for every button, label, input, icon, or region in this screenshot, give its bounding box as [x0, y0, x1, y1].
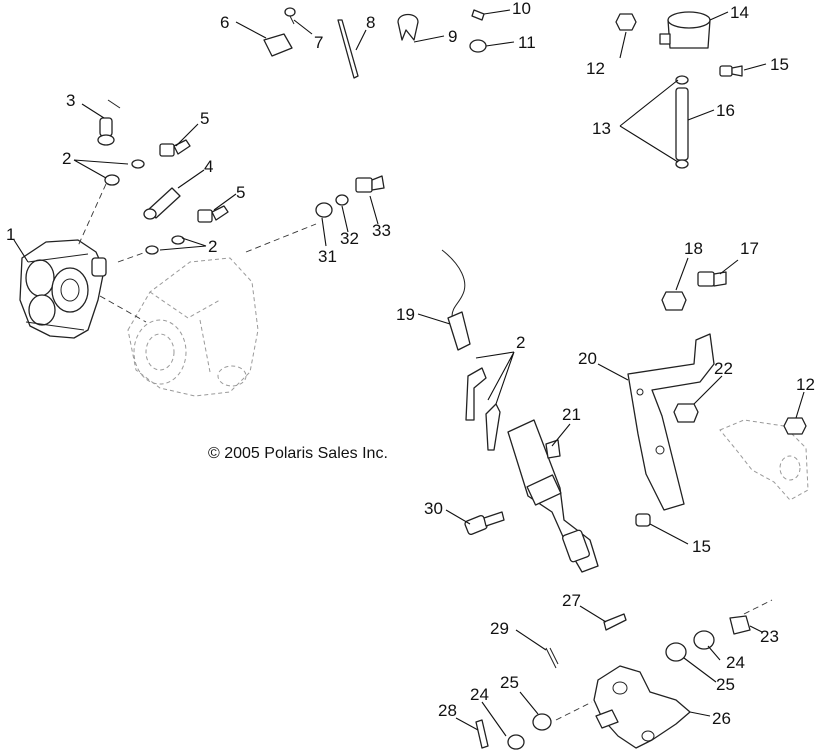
- callout-29: 29: [490, 619, 509, 638]
- part-16-hose: [675, 87, 689, 161]
- part-2-washer: [145, 245, 159, 255]
- callout-5: 5: [200, 109, 209, 128]
- callout-4: 4: [204, 157, 213, 176]
- part-14-reservoir: [659, 11, 711, 49]
- callout-25: 25: [500, 673, 519, 692]
- callout-18: 18: [684, 239, 703, 258]
- copyright-notice: © 2005 Polaris Sales Inc.: [208, 445, 388, 462]
- callout-16: 16: [716, 101, 735, 120]
- part-28-pin: [475, 719, 489, 749]
- leader-lines: [13, 9, 805, 737]
- part-27-pin: [603, 613, 627, 631]
- ghost-bracket-right: [719, 419, 809, 501]
- part-19-sensor: [441, 249, 471, 351]
- assembly-line: [555, 701, 593, 721]
- part-15-bolt: [635, 513, 651, 527]
- callout-17: 17: [740, 239, 759, 258]
- part-6-clip: [263, 33, 293, 57]
- part-2-washer: [104, 174, 120, 186]
- callout-33: 33: [372, 221, 391, 240]
- part-25-bushing: [532, 713, 552, 731]
- part-30-bolt: [464, 511, 505, 535]
- part-12-nut: [783, 417, 807, 435]
- callout-14: 14: [730, 3, 749, 22]
- callout-24: 24: [726, 653, 745, 672]
- assembly-line: [117, 251, 147, 263]
- part-23-clip: [729, 615, 751, 635]
- callout-5: 5: [236, 183, 245, 202]
- part-21-fitting: [545, 439, 561, 459]
- callout-32: 32: [340, 229, 359, 248]
- part-24-washer: [693, 630, 715, 650]
- part-31-washer: [315, 202, 333, 218]
- part-5-bolt: [197, 205, 229, 223]
- part-13-clamp: [675, 159, 689, 169]
- callout-27: 27: [562, 591, 581, 610]
- callout-30: 30: [424, 499, 443, 518]
- assembly-line: [77, 183, 107, 247]
- callout-31: 31: [318, 247, 337, 266]
- callout-1: 1: [6, 225, 15, 244]
- part-10-pin: [471, 9, 485, 21]
- callout-12: 12: [586, 59, 605, 78]
- part-1-brake-caliper: [19, 239, 107, 339]
- callout-13: 13: [592, 119, 611, 138]
- callout-15: 15: [692, 537, 711, 556]
- assembly-line: [743, 599, 773, 615]
- part-25-bushing: [665, 642, 687, 662]
- callout-15: 15: [770, 55, 789, 74]
- part-17-bolt: [697, 271, 727, 287]
- callout-6: 6: [220, 13, 229, 32]
- part-2-washer: [131, 159, 145, 169]
- part-5-bolt: [159, 139, 191, 157]
- part-29-cotter-pin: [545, 647, 559, 669]
- part-18-nut: [661, 291, 687, 311]
- callout-19: 19: [396, 305, 415, 324]
- part-2-washer: [171, 235, 185, 245]
- part-3-banjo-fitting: [97, 99, 121, 146]
- part-2-brake-line: [465, 367, 501, 451]
- callout-28: 28: [438, 701, 457, 720]
- callout-21: 21: [562, 405, 581, 424]
- callout-22: 22: [714, 359, 733, 378]
- callout-3: 3: [66, 91, 75, 110]
- part-26-brake-lever: [593, 665, 691, 749]
- part-13-clamp: [675, 75, 689, 85]
- part-7-screw: [284, 7, 296, 25]
- callout-9: 9: [448, 27, 457, 46]
- callout-2: 2: [516, 333, 525, 352]
- part-33-bolt: [355, 175, 385, 193]
- callout-12: 12: [796, 375, 815, 394]
- callout-25: 25: [716, 675, 735, 694]
- part-15-bolt: [719, 65, 743, 77]
- ghost-hub-housing: [127, 257, 259, 397]
- callout-20: 20: [578, 349, 597, 368]
- part-22-nut: [673, 403, 699, 423]
- callout-2: 2: [208, 237, 217, 256]
- assembly-line: [245, 223, 317, 253]
- part-20-bracket: [627, 333, 715, 511]
- callout-11: 11: [518, 33, 536, 52]
- part-9-clamp: [397, 13, 419, 41]
- part-8-pin: [337, 19, 359, 79]
- part-4-bleeder-screw: [143, 187, 181, 220]
- part-32-washer: [335, 194, 349, 206]
- callout-8: 8: [366, 13, 375, 32]
- callout-7: 7: [314, 33, 323, 52]
- part-24-washer: [507, 734, 525, 750]
- callout-23: 23: [760, 627, 779, 646]
- callout-26: 26: [712, 709, 731, 728]
- master-cylinder-assembly: [507, 419, 599, 573]
- part-11-grommet: [469, 39, 487, 53]
- callout-2: 2: [62, 149, 71, 168]
- callout-24: 24: [470, 685, 489, 704]
- part-12-nut: [615, 13, 637, 31]
- callout-10: 10: [512, 0, 531, 18]
- assembly-line: [99, 295, 147, 323]
